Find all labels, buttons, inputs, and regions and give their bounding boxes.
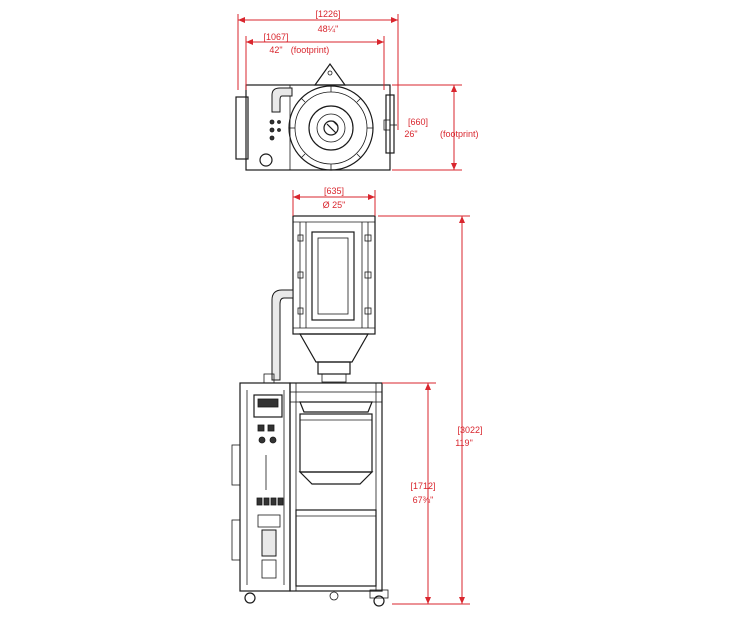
dim-overall-height: [3022] 119" [378,215,483,605]
hopper-body [292,215,376,335]
overall-height-mm: [3022] [457,425,482,435]
dim-footprint-width: [1067] 42" (footprint) [245,32,385,90]
footprint-depth-in: 26" [404,129,417,139]
controller-display [253,394,283,418]
dim-base-height: [1712] 67⅜" [382,382,436,604]
hopper-sight-window [311,231,355,321]
top-view-body [245,84,391,171]
base-height-in: 67⅜" [413,495,434,505]
upper-bin [299,413,373,473]
top-view-port [259,153,273,167]
base-height-mm: [1712] [410,481,435,491]
hopper-diameter-mm: [635] [324,186,344,196]
dim-overall-width: [1226] 48¼" [237,9,399,130]
base-frame [289,382,383,592]
conveying-pipe [271,289,294,381]
dim-footprint-depth: [660] 26" (footprint) [392,84,479,171]
dim-hopper-diameter: [635] Ø 25" [292,186,376,216]
footprint-depth-mm: [660] [408,117,428,127]
air-regulator [261,529,277,557]
casters [244,589,389,607]
hopper-inner-circle [308,105,354,151]
footprint-width-mm: [1067] [263,32,288,42]
front-view [231,215,389,607]
lower-bin [295,509,377,587]
hopper-throat [317,361,351,375]
top-view [235,62,397,171]
footprint-depth-note: (footprint) [440,129,479,139]
overall-width-mm: [1226] [315,9,340,19]
hopper-diameter-in: Ø 25" [323,200,346,210]
top-view-pipe-elbow [271,87,293,113]
overall-height-in: 119" [455,438,473,448]
hopper-cone [298,333,370,363]
top-view-lug [313,62,347,86]
footprint-width-in: 42" [269,45,282,55]
top-view-side-panel [235,96,249,160]
footprint-width-note: (footprint) [291,45,330,55]
overall-width-in: 48¼" [318,24,339,34]
top-view-right-flange [385,94,395,154]
